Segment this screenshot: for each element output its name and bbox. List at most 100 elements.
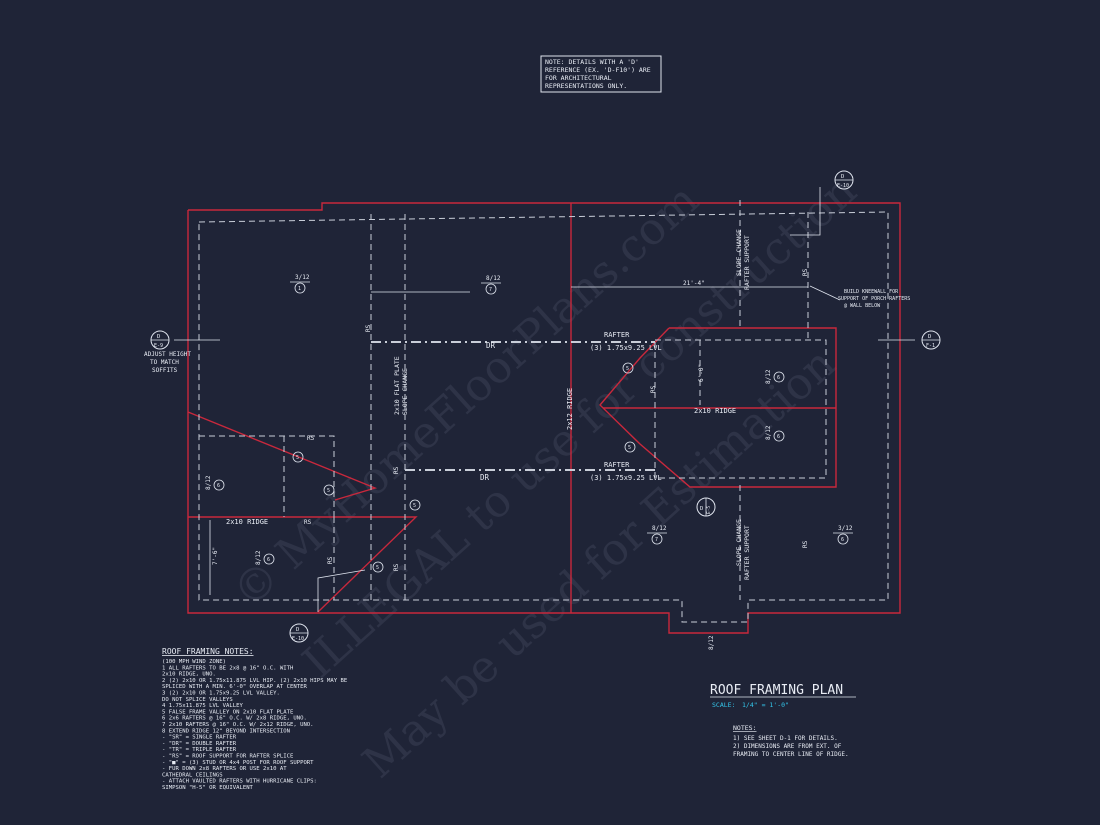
label-rs: RS: [393, 563, 400, 571]
label-lvl: (3) 1.75x9.25 LVL: [590, 344, 662, 352]
pitch-8-12: 8/12: [765, 425, 772, 440]
pitch-note-number: 1: [298, 286, 301, 292]
notes-line: 1) SEE SHEET D-1 FOR DETAILS.: [733, 735, 838, 742]
scale-value: 1/4" = 1'-0": [742, 701, 789, 709]
adjust-height-note: ADJUST HEIGHT: [144, 351, 191, 358]
note-top-box: [540, 55, 662, 93]
double-rafter-lines: [371, 341, 655, 471]
label-rs: RS: [304, 519, 312, 526]
dim-21-4: 21'-4": [683, 280, 705, 287]
note-top: NOTE: DETAILS WITH A 'D' REFERENCE (EX. …: [540, 55, 662, 93]
adjust-height-note: TO MATCH: [150, 359, 179, 366]
roof-notes-line: SIMPSON "H-5" OR EQUIVALENT: [162, 785, 254, 791]
notes-line: FRAMING TO CENTER LINE OF RIDGE.: [733, 751, 849, 758]
callout-sheet: E-10: [292, 636, 304, 642]
kneewall-note: @ WALL BELOW: [844, 303, 881, 309]
roof-notes-line: 8 EXTEND RIDGE 12" BEYOND INTERSECTION: [162, 728, 290, 734]
roof-notes-line: - "SR" = SINGLE RAFTER: [162, 735, 237, 741]
callout-sheet: E-5: [706, 506, 712, 514]
pitch-8-12: 8/12: [765, 369, 772, 384]
leader-lines: [174, 187, 915, 612]
pitch-8-12: 8/12: [708, 635, 715, 650]
label-2x12-ridge: 2x12 RIDGE: [566, 388, 574, 430]
pitch-8-12: 8/12: [255, 550, 262, 565]
roof-notes-line: 6 2x6 RAFTERS @ 16" O.C. W/ 2x8 RIDGE, U…: [162, 716, 307, 722]
valley-note-number: 5: [626, 366, 629, 372]
pitch-8-12: 8/12: [205, 475, 212, 490]
roof-framing-notes: ROOF FRAMING NOTES: (100 MPH WIND ZONE)1…: [162, 647, 348, 791]
callout-sheet: F-1: [926, 343, 935, 349]
pitch-note-number: 7: [655, 537, 658, 543]
wall-lines: [198, 200, 889, 623]
label-rs: RS: [802, 540, 809, 548]
roof-notes-line: 2x10 RIDGE, UNO.: [162, 672, 216, 678]
roof-notes-line: - "TR" = TRIPLE RAFTER: [162, 747, 237, 753]
dim-6-0: 6'-0": [698, 364, 705, 382]
roof-notes-line: - "DR" = DOUBLE RAFTER: [162, 741, 237, 747]
roof-notes-line: 7 2x10 RAFTERS @ 16" O.C. W/ 2x12 RIDGE,…: [162, 722, 314, 728]
valley-note-number: 5: [628, 445, 631, 451]
roof-notes-line: DO NOT SPLICE VALLEYS: [162, 697, 233, 703]
callout-label: D: [296, 627, 299, 633]
roof-notes-line: 2 (2) 2x10 OR 1.75x11.875 LVL HIP. (2) 2…: [162, 678, 348, 684]
roof-notes-line: 4 1.75x11.875 LVL VALLEY: [162, 703, 243, 709]
roof-notes-heading: ROOF FRAMING NOTES:: [162, 647, 254, 656]
label-rs: RS: [802, 268, 809, 276]
dim-7-6: 7'-6": [212, 547, 219, 565]
label-flat-plate: 2x10 FLAT PLATE: [393, 356, 401, 415]
roof-notes-line: (100 MPH WIND ZONE): [162, 659, 226, 665]
kneewall-note: SUPPORT OF PORCH RAFTERS: [838, 296, 910, 302]
notes-line: 2) DIMENSIONS ARE FROM EXT. OF: [733, 743, 842, 750]
roof-notes-line: 3 (2) 2x10 OR 1.75x9.25 LVL VALLEY.: [162, 691, 280, 697]
label-slope-change: SLOPE CHANGE: [401, 368, 409, 415]
valley-note-number: 5: [296, 455, 299, 461]
label-slope-change: SLOPE CHANGE: [735, 229, 743, 276]
callout-sheet: E-9: [154, 343, 163, 349]
label-rs: RS: [650, 385, 657, 393]
valley-note-number: 5: [376, 565, 379, 571]
roof-notes-line: - ATTACH VAULTED RAFTERS WITH HURRICANE …: [162, 779, 317, 785]
note-top-line: REFERENCE (EX. 'D-F10') ARE: [545, 66, 651, 74]
pitch-8-12: 8/12: [652, 525, 667, 532]
roof-notes-line: - "■" = (3) STUD OR 4x4 POST FOR ROOF SU…: [162, 760, 314, 766]
label-lvl: (3) 1.75x9.25 LVL: [590, 474, 662, 482]
label-slope-change: SLOPE CHANGE: [735, 519, 743, 566]
section-callouts: D E-9 D F-1 D E-10 D E-10 D E-5: [150, 170, 941, 643]
label-rafter: RAFTER: [604, 461, 630, 469]
label-rafter-support: RAFTER SUPPORT: [743, 235, 751, 290]
roof-notes-line: - "RS" = ROOF SUPPORT FOR RAFTER SPLICE: [162, 754, 294, 760]
roof-notes-line: SPLICED WITH A MIN. 6'-0" OVERLAP AT CEN…: [162, 684, 307, 690]
callout-label: D: [157, 334, 160, 340]
label-dr: DR: [486, 341, 496, 350]
roof-notes-line: 5 FALSE FRAME VALLEY ON 2x10 FLAT PLATE: [162, 709, 294, 715]
pitch-8-12: 8/12: [486, 275, 501, 282]
pitch-note-number: 7: [489, 287, 492, 293]
label-rafter: RAFTER: [604, 331, 630, 339]
label-rs: RS: [327, 556, 334, 564]
drawing-title: ROOF FRAMING PLAN SCALE: 1/4" = 1'-0": [710, 683, 856, 709]
note-top-line: NOTE: DETAILS WITH A 'D': [545, 58, 639, 66]
pitch-note-number: 6: [777, 434, 780, 440]
pitch-3-12: 3/12: [295, 274, 310, 281]
adjust-height-note: SOFFITS: [152, 367, 178, 374]
title-text: ROOF FRAMING PLAN: [710, 683, 843, 698]
pitch-symbols: 3/12 1 8/12 7 8/12 7 3/12 6 8/12 6 8/12 …: [205, 274, 853, 650]
label-dr: DR: [480, 473, 490, 482]
callout-label: D: [928, 334, 931, 340]
valley-note-number: 5: [327, 488, 330, 494]
label-rs: RS: [393, 466, 400, 474]
roof-notes-line: 1 ALL RAFTERS TO BE 2x8 @ 16" O.C. WITH: [162, 665, 293, 671]
label-rafter-support: RAFTER SUPPORT: [743, 525, 751, 580]
label-rs: RS: [365, 324, 372, 332]
callout-label: D: [841, 174, 844, 180]
roof-notes-line: CATHEDRAL CEILINGS: [162, 772, 223, 778]
label-2x10-ridge: 2x10 RIDGE: [694, 407, 736, 415]
pitch-note-number: 6: [777, 375, 780, 381]
note-top-line: FOR ARCHITECTURAL: [545, 74, 612, 82]
label-2x10-ridge: 2x10 RIDGE: [226, 518, 268, 526]
notes: NOTES: 1) SEE SHEET D-1 FOR DETAILS. 2) …: [733, 724, 849, 758]
valley-note-number: 5: [413, 503, 416, 509]
callout-label: D: [700, 506, 703, 512]
scale-label: SCALE:: [712, 701, 735, 709]
